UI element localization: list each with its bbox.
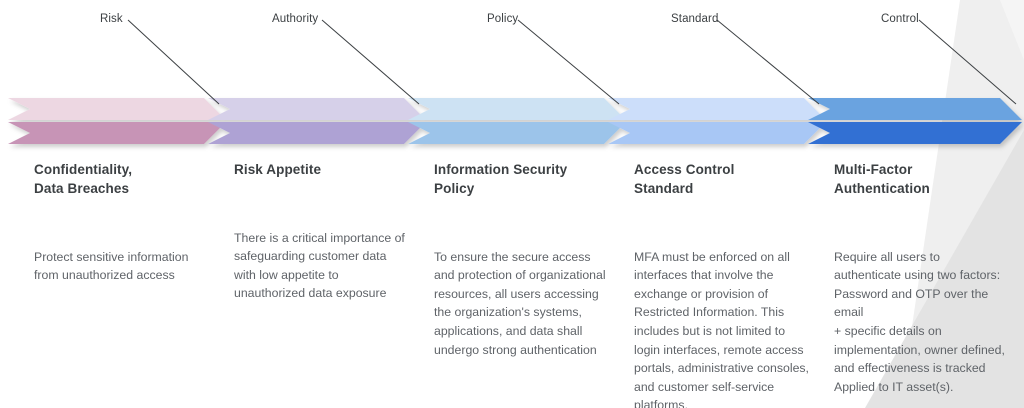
column-heading: Information Security Policy: [434, 162, 568, 196]
column-body-text: Require all users to authenticate using …: [834, 249, 1005, 394]
tier-label-risk: Risk: [100, 13, 123, 25]
chevron-4-bottom: [608, 122, 826, 144]
column-body-text: MFA must be enforced on all interfaces t…: [634, 249, 809, 408]
deco-shape-lower: [865, 130, 1024, 408]
column-body: Protect sensitive information from unaut…: [34, 229, 210, 285]
chevron-4-top: [608, 98, 826, 120]
column-body: MFA must be enforced on all interfaces t…: [634, 229, 810, 408]
column-multi-factor-authentication: Multi-Factor Authentication Require all …: [834, 160, 1010, 396]
column-body-text: There is a critical importance of safegu…: [234, 230, 405, 301]
column-body: Require all users to authenticate using …: [834, 229, 1010, 396]
tier-label-control: Control: [881, 13, 919, 25]
column-body: To ensure the secure access and protecti…: [434, 229, 610, 359]
tier-label-policy: Policy: [487, 13, 519, 25]
chevron-1-bottom: [8, 122, 226, 144]
chevron-3-top: [408, 98, 626, 120]
column-heading: Risk Appetite: [234, 162, 322, 177]
column-body: There is a critical importance of safegu…: [234, 210, 410, 303]
column-body-text: Protect sensitive information from unaut…: [34, 249, 189, 283]
chevron-2-bottom: [208, 122, 426, 144]
chevron-5-top: [808, 98, 1022, 120]
column-heading: Confidentiality, Data Breaches: [34, 162, 133, 196]
chevron-2-top: [208, 98, 426, 120]
chevron-3-bottom: [408, 122, 626, 144]
column-heading: Multi-Factor Authentication: [834, 162, 930, 196]
column-information-security-policy: Information Security Policy To ensure th…: [434, 160, 610, 359]
column-confidentiality: Confidentiality, Data Breaches Protect s…: [34, 160, 210, 285]
column-body-text: To ensure the secure access and protecti…: [434, 249, 606, 357]
column-risk-appetite: Risk Appetite There is a critical import…: [234, 160, 410, 303]
chevron-1-top: [8, 98, 226, 120]
column-access-control-standard: Access Control Standard MFA must be enfo…: [634, 160, 810, 408]
column-heading: Access Control Standard: [634, 162, 735, 196]
chevron-5-bottom: [808, 122, 1022, 144]
tier-label-authority: Authority: [272, 13, 319, 25]
tier-label-standard: Standard: [671, 13, 719, 25]
